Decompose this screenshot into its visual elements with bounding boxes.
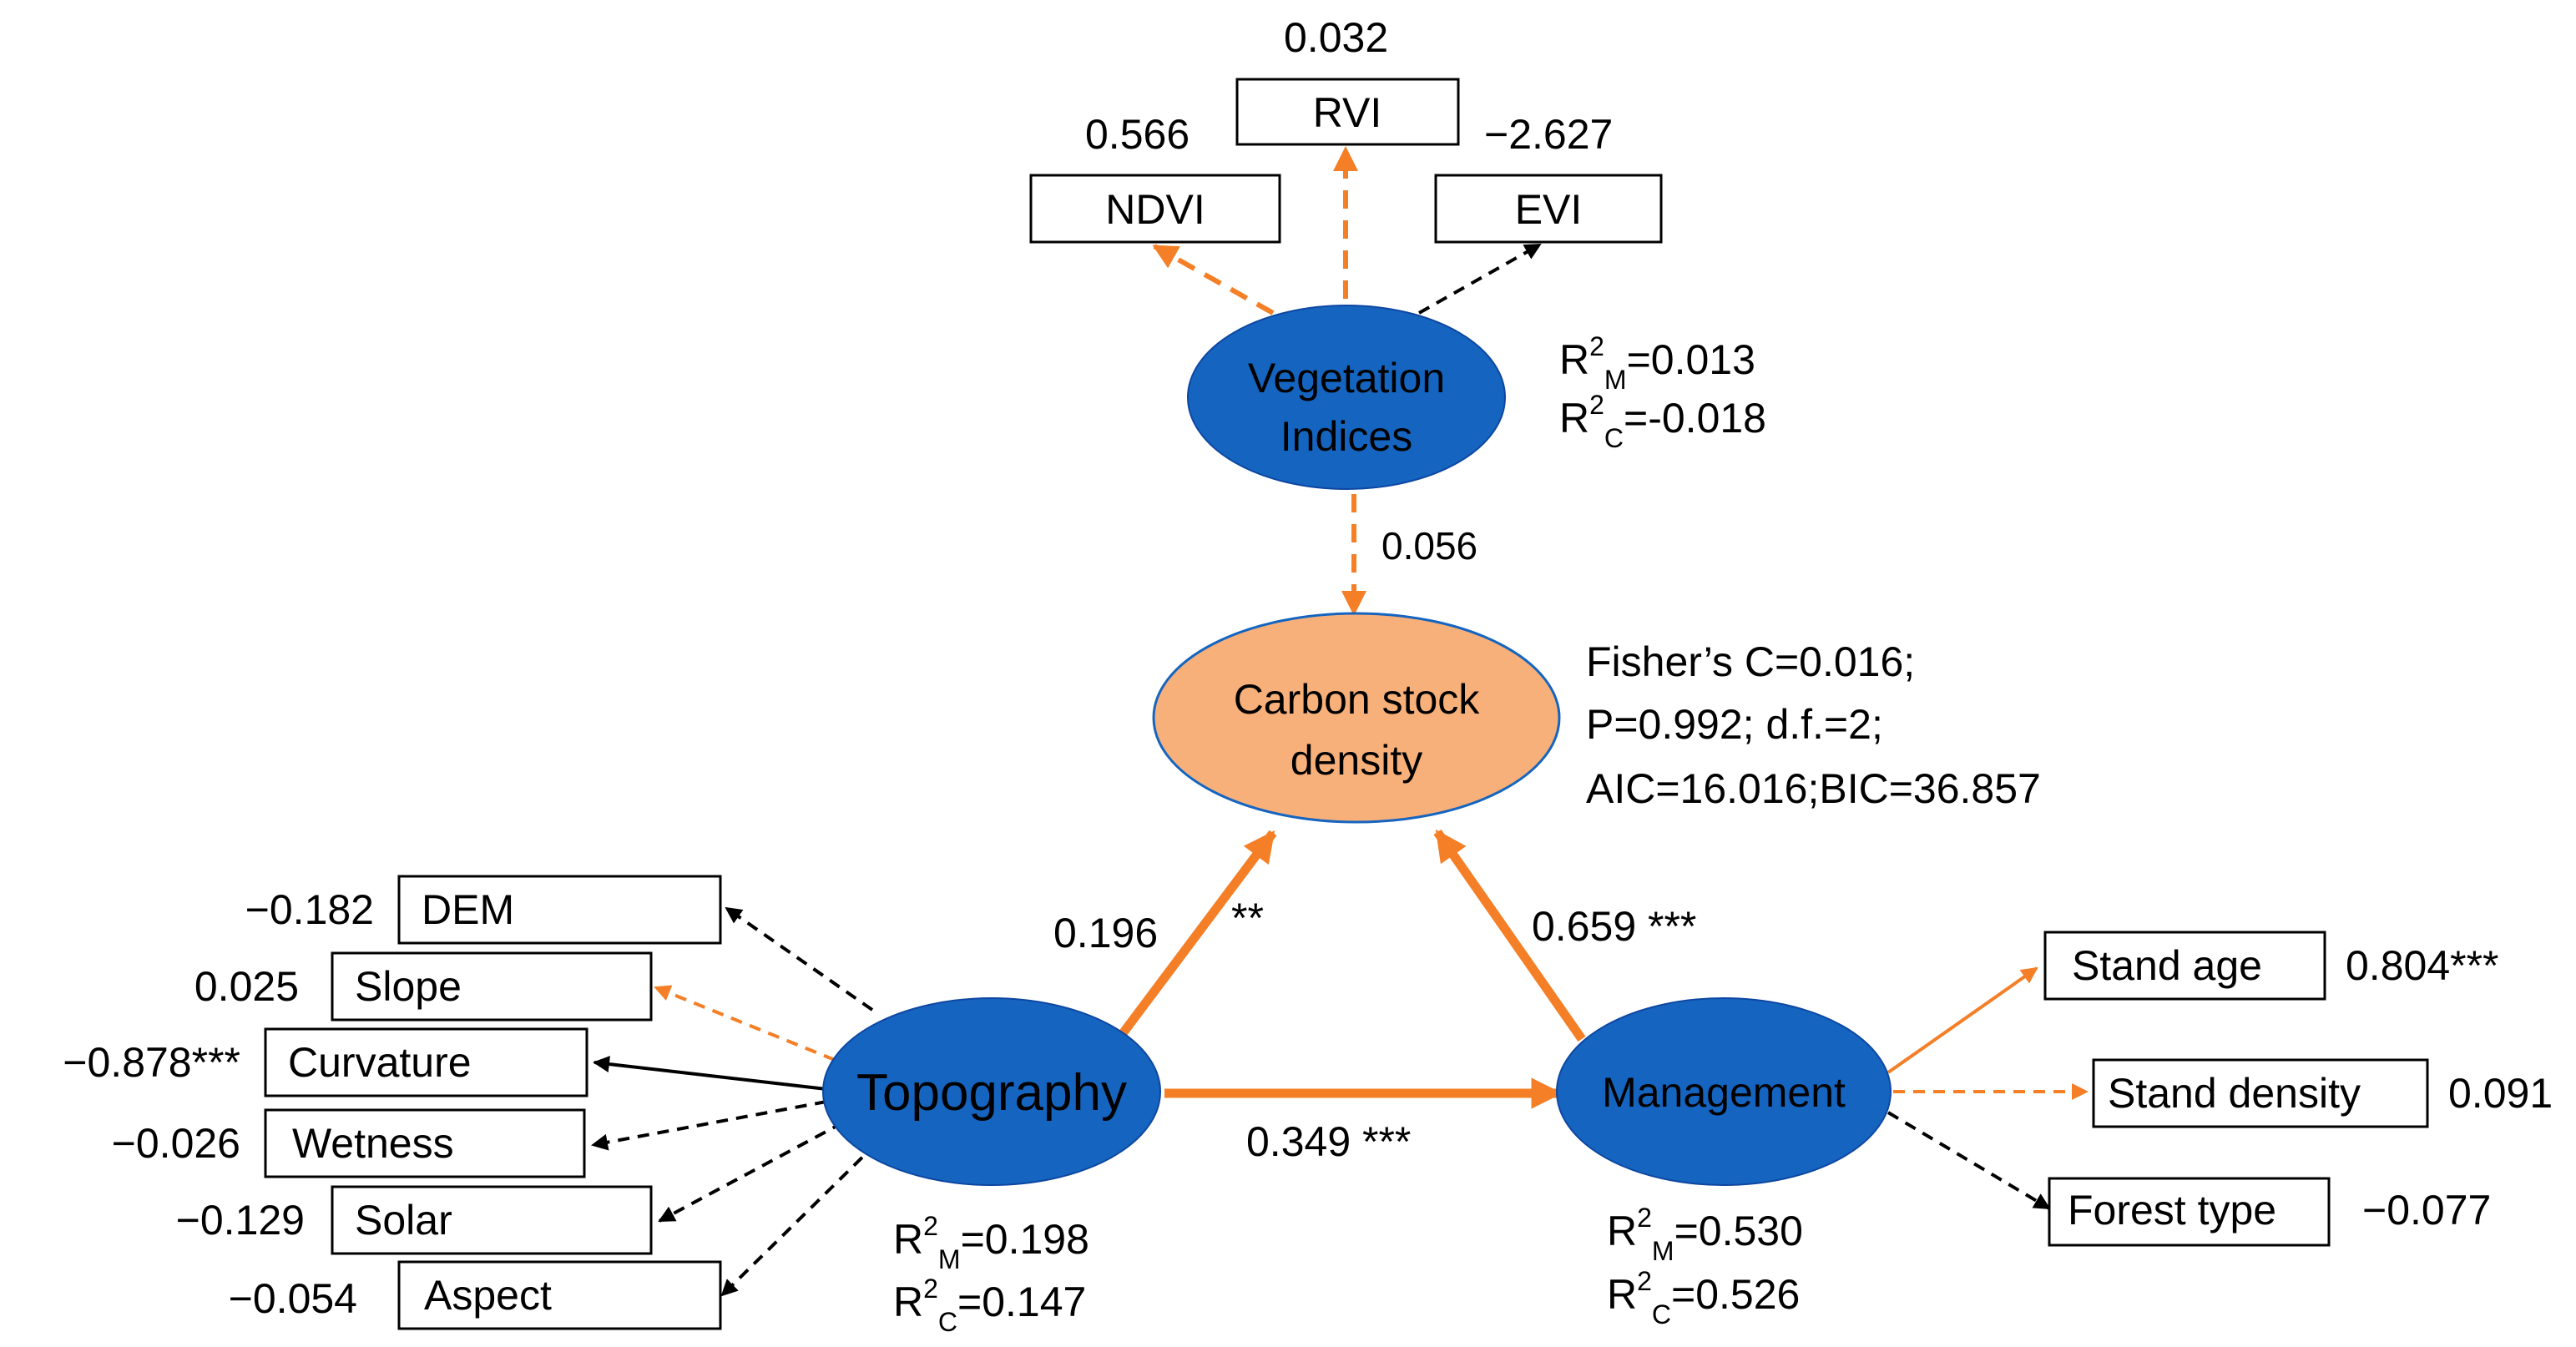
indicator-stand-age: Stand age	[2043, 931, 2326, 1001]
r2-management-marginal: R2M=0.530	[1607, 1203, 1803, 1266]
indicator-rvi-box	[1235, 78, 1460, 146]
r2-topography-marginal: R2M=0.198	[893, 1211, 1089, 1274]
value-curvature: −0.878***	[63, 1039, 240, 1086]
indicator-solar-box	[331, 1185, 653, 1255]
indicator-rvi-label: RVI	[1313, 89, 1381, 136]
indicator-slope-label: Slope	[355, 963, 462, 1010]
indicator-slope-box	[331, 951, 653, 1022]
indicator-evi-label: EVI	[1515, 186, 1583, 233]
r2-management-conditional: R2C=0.526	[1607, 1266, 1800, 1329]
indicator-stand-density-box	[2092, 1058, 2429, 1128]
indicator-wetness-box	[264, 1108, 586, 1178]
indicator-forest-type-box	[2048, 1177, 2331, 1247]
indicator-dem-box	[397, 875, 722, 945]
indicator-aspect-label: Aspect	[424, 1272, 552, 1319]
indicator-solar-label: Solar	[355, 1197, 452, 1244]
node-carbon-shape	[1152, 612, 1561, 824]
node-carbon-label-2: density	[1291, 737, 1422, 784]
path-topo-to-aspect	[720, 1142, 878, 1297]
value-solar: −0.129	[176, 1197, 305, 1244]
path-topo-to-dem	[725, 906, 874, 1012]
indicator-rvi: RVI	[1235, 78, 1460, 146]
indicator-forest-type-label: Forest type	[2068, 1187, 2276, 1233]
indicator-aspect: Aspect	[397, 1260, 722, 1330]
node-management-label: Management	[1602, 1069, 1846, 1116]
fit-p-df: P=0.992; d.f.=2;	[1586, 701, 1883, 748]
path-topo-to-slope	[654, 985, 836, 1062]
value-wetness: −0.026	[112, 1120, 240, 1167]
path-veg-to-ndvi	[1152, 244, 1275, 315]
path-topo-to-curvature	[593, 1056, 827, 1091]
value-slope: 0.025	[194, 963, 299, 1010]
indicator-curvature: Curvature	[264, 1027, 588, 1097]
fit-fishers-c: Fisher’s C=0.016;	[1586, 638, 1915, 685]
indicator-stand-density: Stand density	[2092, 1058, 2429, 1128]
node-topography-shape	[822, 997, 1161, 1186]
path-topo-to-solar	[658, 1121, 844, 1223]
node-management: Management	[1556, 997, 1892, 1186]
node-vegetation-indices: Vegetation Indices	[1187, 305, 1506, 490]
r2-vegetation-marginal: R2M=0.013	[1559, 331, 1755, 395]
value-evi: −2.627	[1484, 111, 1613, 158]
value-topo-to-mgmt: 0.349 ***	[1246, 1118, 1411, 1165]
value-ndvi: 0.566	[1085, 111, 1190, 158]
indicator-curvature-box	[264, 1027, 588, 1097]
value-veg-to-carbon: 0.056	[1381, 524, 1477, 568]
value-topo-to-carbon-sig: **	[1231, 895, 1264, 941]
indicator-stand-age-label: Stand age	[2072, 942, 2262, 989]
path-veg-to-evi	[1418, 243, 1542, 315]
value-aspect: −0.054	[229, 1275, 357, 1322]
fit-aic-bic: AIC=16.016;BIC=36.857	[1586, 765, 2041, 812]
indicator-dem-label: DEM	[422, 886, 514, 933]
r2-topography-conditional: R2C=0.147	[893, 1274, 1086, 1337]
indicator-stand-age-box	[2043, 931, 2326, 1001]
indicator-wetness: Wetness	[264, 1108, 586, 1178]
indicator-wetness-label: Wetness	[292, 1120, 454, 1167]
indicator-evi-box	[1434, 174, 1663, 244]
path-mgmt-to-carbon	[1433, 829, 1586, 1042]
indicator-ndvi-label: NDVI	[1105, 186, 1205, 233]
indicator-aspect-box	[397, 1260, 722, 1330]
value-dem: −0.182	[245, 886, 374, 933]
value-rvi: 0.032	[1284, 14, 1388, 61]
path-mgmt-to-forest-type	[1887, 1111, 2051, 1210]
node-vegetation-label-1: Vegetation	[1248, 355, 1445, 401]
path-topo-to-carbon	[1114, 830, 1277, 1042]
r2-vegetation-conditional: R2C=-0.018	[1559, 390, 1766, 453]
indicator-ndvi-box	[1029, 174, 1281, 244]
value-stand-age: 0.804***	[2346, 942, 2499, 989]
indicator-forest-type: Forest type	[2048, 1177, 2331, 1247]
indicator-stand-density-label: Stand density	[2108, 1070, 2361, 1117]
path-mgmt-to-stand-age	[1887, 966, 2038, 1074]
value-stand-density: 0.091	[2448, 1070, 2553, 1117]
indicator-slope: Slope	[331, 951, 653, 1022]
indicator-dem: DEM	[397, 875, 722, 945]
indicator-ndvi: NDVI	[1029, 174, 1281, 244]
node-topography: Topography	[822, 997, 1161, 1186]
node-vegetation-shape	[1187, 305, 1506, 490]
value-mgmt-to-carbon: 0.659 ***	[1532, 903, 1696, 950]
node-topography-label: Topography	[856, 1064, 1127, 1122]
node-management-shape	[1556, 997, 1892, 1186]
node-carbon-label-1: Carbon stock	[1234, 676, 1481, 723]
indicator-evi: EVI	[1434, 174, 1663, 244]
node-carbon-stock-density: Carbon stock density	[1152, 612, 1561, 824]
value-topo-to-carbon: 0.196	[1053, 910, 1158, 956]
path-topo-to-wetness	[591, 1100, 827, 1151]
indicator-solar: Solar	[331, 1185, 653, 1255]
node-vegetation-label-2: Indices	[1280, 413, 1412, 460]
indicator-curvature-label: Curvature	[288, 1039, 472, 1086]
value-forest-type: −0.077	[2362, 1187, 2491, 1233]
